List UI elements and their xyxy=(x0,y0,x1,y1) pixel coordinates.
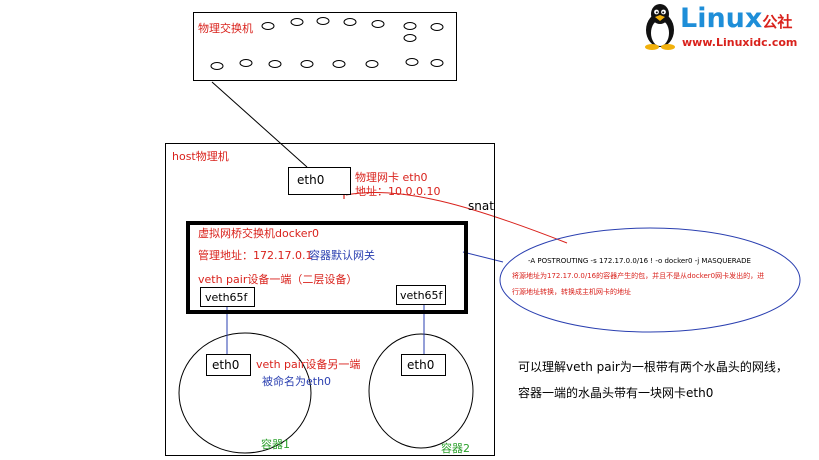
docker0-bridge xyxy=(186,221,468,314)
container-2-ellipse xyxy=(368,333,474,449)
linux-logo[interactable]: Linux公社 www.Linuxidc.com xyxy=(640,2,816,52)
penguin-icon xyxy=(645,4,675,50)
host-nic-label: 物理网卡 eth0 xyxy=(355,171,428,184)
host-nic-name: eth0 xyxy=(297,173,325,187)
snat-label: snat xyxy=(468,199,494,213)
veth-right-label: veth65f xyxy=(400,289,443,302)
iptables-rule: -A POSTROUTING -s 172.17.0.0/16 ! -o doc… xyxy=(528,257,751,265)
host-label: host物理机 xyxy=(172,150,229,163)
docker0-mgmt-address: 管理地址：172.17.0.1 xyxy=(198,249,313,262)
logo-suffix: 公社 xyxy=(762,13,793,31)
snat-curve xyxy=(345,191,568,244)
container-2-nic xyxy=(401,354,446,376)
callout-pointer xyxy=(462,251,504,263)
host-nic xyxy=(288,167,351,195)
iptables-callout xyxy=(499,227,801,333)
docker0-default-gateway: 容器默认网关 xyxy=(309,249,375,262)
container-1-note-1: veth pair设备另一端 xyxy=(256,358,361,371)
veth-left-label: veth65f xyxy=(205,291,248,304)
veth-note: veth pair设备一端（二层设备） xyxy=(198,273,358,286)
veth-left xyxy=(200,287,255,307)
veth-explanation-2: 容器一端的水晶头带有一块网卡eth0 xyxy=(518,386,714,400)
host-nic-address: 地址：10.0.0.10 xyxy=(355,185,441,198)
logo-brand: Linux公社 xyxy=(680,4,792,37)
veth-right xyxy=(396,285,446,305)
container-1-label: 容器1 xyxy=(261,438,290,451)
logo-url: www.Linuxidc.com xyxy=(682,36,798,49)
veth-explanation-1: 可以理解veth pair为一根带有两个水晶头的网线， xyxy=(518,360,788,374)
container-1-note-2: 被命名为eth0 xyxy=(262,375,332,388)
docker0-title: 虚拟网桥交换机docker0 xyxy=(198,227,320,240)
container-1-nic xyxy=(206,354,251,376)
iptables-explain-1: 将源地址为172.17.0.0/16的容器产生的包，并且不是从docker0网卡… xyxy=(512,272,765,280)
switch-ports xyxy=(210,17,444,70)
container-1-nic-name: eth0 xyxy=(212,358,240,372)
switch-label: 物理交换机 xyxy=(198,22,253,35)
uplink-cable xyxy=(211,81,308,168)
container-2-nic-name: eth0 xyxy=(407,358,435,372)
container-1-ellipse xyxy=(178,332,312,454)
iptables-explain-2: 行源地址转换，转换成主机网卡的地址 xyxy=(512,288,631,296)
host-machine xyxy=(165,143,495,456)
container-2-label: 容器2 xyxy=(441,442,470,455)
logo-brand-text: Linux xyxy=(680,3,763,34)
physical-switch xyxy=(193,12,457,81)
